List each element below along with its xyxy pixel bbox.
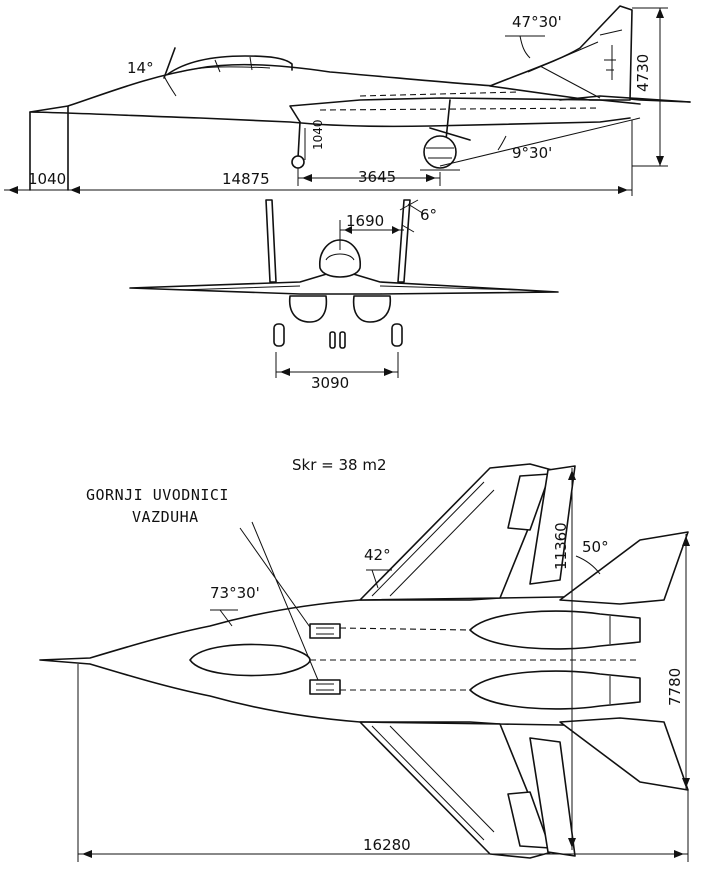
tail-sweep-label: 50° bbox=[582, 538, 609, 556]
front-intake-right bbox=[352, 295, 392, 323]
tail-clearance-label: 9°30' bbox=[512, 144, 552, 162]
plan-tail-lower bbox=[559, 717, 689, 791]
plan-wing-lower bbox=[359, 721, 553, 859]
plan-wing-upper bbox=[359, 463, 553, 601]
front-fin-right bbox=[397, 199, 411, 283]
fuselage-length-label: 14875 bbox=[222, 170, 270, 188]
plan-nacelle-upper bbox=[469, 610, 641, 650]
side-view: 14° 47°30' 9°30' 1040 4730 bbox=[4, 5, 691, 196]
height-label: 4730 bbox=[634, 54, 652, 92]
side-canopy bbox=[167, 55, 293, 75]
track-label: 3090 bbox=[311, 374, 349, 392]
plan-nacelle-lower bbox=[469, 670, 641, 710]
plan-tail-upper bbox=[559, 531, 689, 605]
wheelbase-label: 3645 bbox=[358, 168, 396, 186]
side-nacelle bbox=[289, 97, 641, 123]
intake-label-line1: GORNJI UVODNICI bbox=[86, 486, 229, 504]
intake-label-line2: VAZDUHA bbox=[132, 508, 199, 526]
wing-sweep-label: 42° bbox=[364, 546, 391, 564]
side-main-gear bbox=[429, 99, 471, 141]
wing-area-label: Skr = 38 m2 bbox=[292, 456, 387, 474]
front-intake-left bbox=[288, 295, 328, 323]
plan-fuselage bbox=[39, 595, 621, 727]
fin-spacing-label: 1690 bbox=[346, 212, 384, 230]
nose-overhang-label: 1040 bbox=[28, 170, 66, 188]
plan-view: Skr = 38 m2 GORNJI UVODNICI VAZDUHA bbox=[39, 456, 690, 862]
fin-sweep-label: 47°30' bbox=[512, 13, 562, 31]
canopy-angle-label: 14° bbox=[127, 59, 154, 77]
lerx-sweep-label: 73°30' bbox=[210, 584, 260, 602]
fin-cant-label: 6° bbox=[420, 206, 437, 224]
front-wing bbox=[129, 269, 559, 295]
tailspan-label: 7780 bbox=[666, 668, 684, 706]
gear-height-label: 1040 bbox=[311, 119, 325, 150]
front-view: 1690 6° 3090 bbox=[129, 199, 559, 392]
side-nose-gear bbox=[297, 121, 301, 159]
wingspan-label: 11360 bbox=[552, 522, 570, 570]
overall-length-label: 16280 bbox=[363, 836, 411, 854]
side-fuselage bbox=[29, 63, 691, 128]
plan-canopy bbox=[189, 643, 311, 677]
front-canopy bbox=[319, 239, 361, 278]
front-fin-left bbox=[265, 199, 277, 283]
